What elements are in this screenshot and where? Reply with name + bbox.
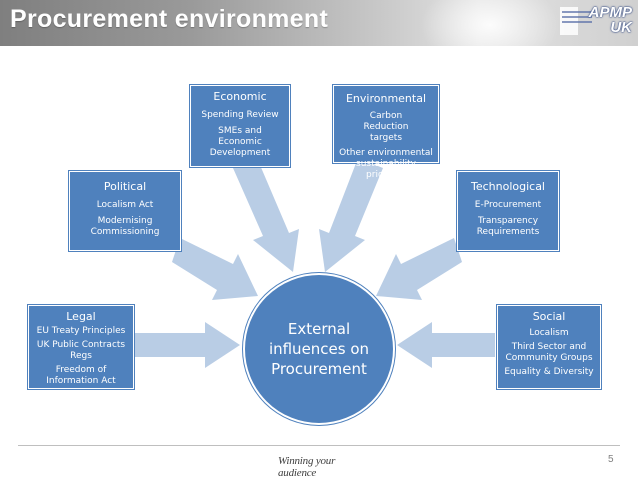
- arrow-social: [397, 322, 495, 368]
- box-political-heading: Political: [103, 180, 147, 193]
- header-decoration: [420, 0, 560, 46]
- box-economic: Economic Spending Review SMEs and Econom…: [190, 85, 290, 167]
- page-number: 5: [608, 454, 614, 465]
- box-technological-item: Transparency Requirements: [476, 216, 540, 237]
- box-environmental-heading: Environmental: [345, 92, 427, 105]
- arrow-economic: [233, 158, 299, 272]
- box-economic-item: Spending Review: [201, 110, 279, 120]
- box-environmental: Environmental Carbon Reduction targets O…: [333, 85, 439, 180]
- box-legal-item: UK Public Contracts Regs: [36, 340, 126, 361]
- box-legal-item: EU Treaty Principles: [36, 326, 126, 336]
- footer-logo: Winning your audience: [278, 455, 368, 479]
- box-social-heading: Social: [532, 310, 566, 323]
- box-technological: Technological E-Procurement Transparency…: [457, 171, 559, 251]
- arrow-legal: [135, 322, 240, 368]
- box-legal: Legal EU Treaty Principles UK Public Con…: [28, 305, 134, 389]
- logo-line-2: UK: [610, 19, 632, 36]
- slide-header: Procurement environment APMP UK: [0, 0, 638, 46]
- center-label: External influences on Procurement: [268, 320, 370, 378]
- box-economic-heading: Economic: [213, 90, 267, 103]
- box-technological-item: E-Procurement: [474, 200, 542, 210]
- box-political-item: Localism Act: [96, 200, 154, 210]
- footer-divider: [18, 445, 620, 446]
- logo-text: APMP UK: [580, 5, 632, 35]
- center-circle: External influences on Procurement: [243, 273, 395, 425]
- box-social: Social Localism Third Sector and Communi…: [497, 305, 601, 389]
- logo-lines-icon: [562, 11, 592, 26]
- slide-title: Procurement environment: [10, 5, 329, 33]
- box-social-item: Equality & Diversity: [504, 367, 594, 377]
- logo-line-1: APMP: [588, 4, 632, 21]
- box-social-item: Third Sector and Community Groups: [505, 342, 593, 363]
- box-political: Political Localism Act Modernising Commi…: [69, 171, 181, 251]
- box-environmental-item: Other environmental sustainability prior…: [339, 148, 433, 180]
- apmp-uk-logo: APMP UK: [560, 5, 632, 41]
- box-technological-heading: Technological: [470, 180, 545, 193]
- box-legal-heading: Legal: [66, 310, 96, 323]
- box-political-item: Modernising Commissioning: [90, 216, 160, 237]
- box-legal-item: Freedom of Information Act: [46, 365, 116, 386]
- arrow-political: [172, 238, 258, 300]
- box-environmental-item: Carbon Reduction targets: [363, 111, 409, 143]
- arrow-technological: [376, 238, 462, 300]
- box-social-item: Localism: [529, 328, 569, 338]
- box-economic-item: SMEs and Economic Development: [209, 126, 271, 158]
- arrow-environmental: [319, 158, 383, 272]
- footer-brand: Winning your audience: [278, 455, 336, 479]
